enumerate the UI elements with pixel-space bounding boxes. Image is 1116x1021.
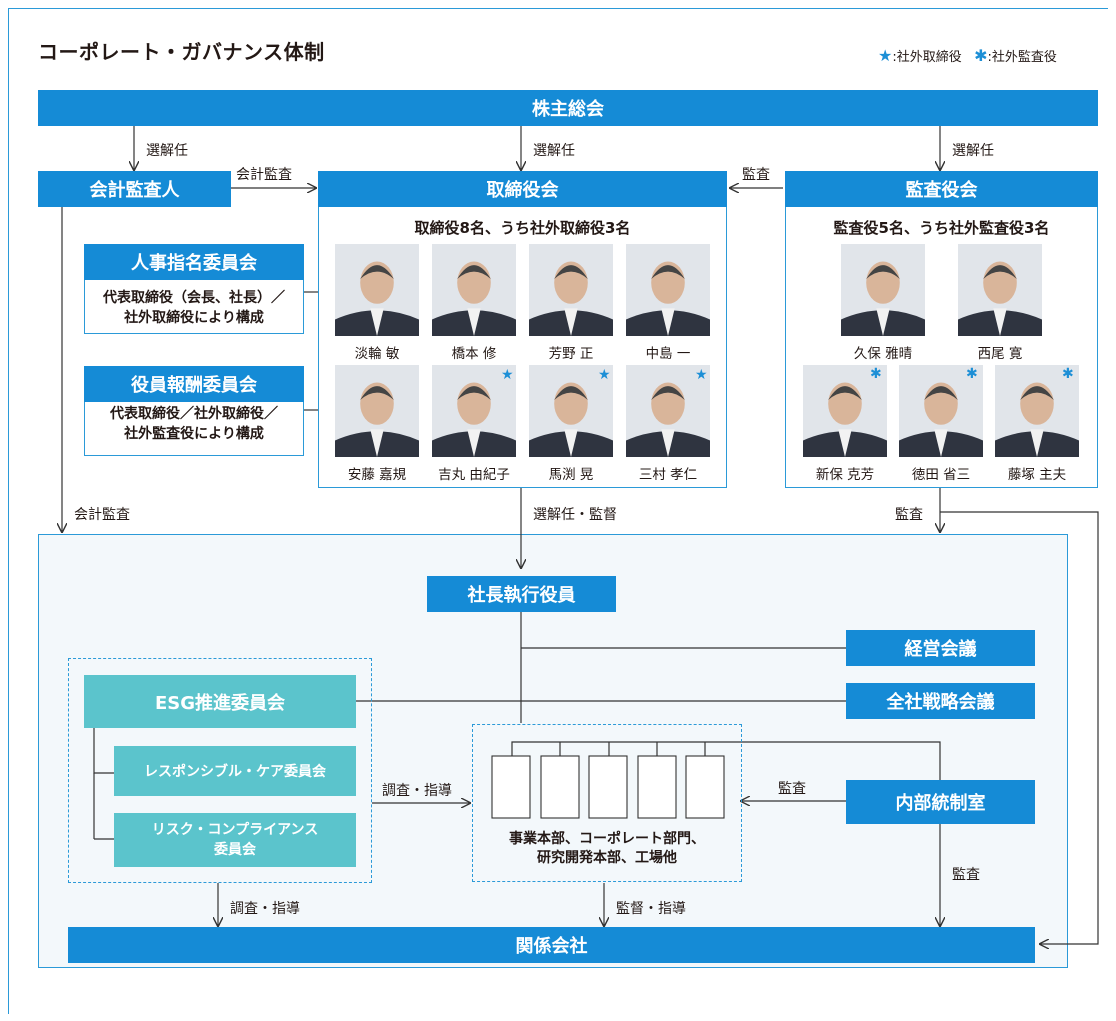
auditor-name: 新保 克芳	[815, 467, 875, 483]
label-investigate-1: 調査・指導	[382, 783, 452, 799]
board-member-name: 三村 孝仁	[638, 467, 698, 483]
label-elect-2: 選解任	[533, 143, 575, 159]
auditor-name: 藤塚 主夫	[1007, 467, 1067, 483]
auditors-composition: 監査役5名、うち社外監査役3名	[833, 219, 1050, 237]
outside-auditor-asterisk-icon: ✱	[1062, 366, 1074, 382]
esg-group	[68, 658, 372, 883]
asterisk-icon: ✱	[974, 46, 988, 65]
label-elect-3: 選解任	[952, 143, 994, 159]
auditor-name: 西尾 寛	[977, 346, 1023, 362]
shareholders-meeting: 株主総会	[38, 90, 1098, 126]
label-investigate-2: 調査・指導	[230, 901, 300, 917]
nomination-committee: 人事指名委員会	[84, 244, 304, 280]
portrait-photo	[995, 365, 1079, 457]
board-composition: 取締役8名、うち社外取締役3名	[414, 219, 631, 237]
portrait-photo	[432, 365, 516, 457]
risk-committee-line-2: 委員会	[214, 842, 256, 858]
risk-committee-line-1: リスク・コンプライアンス	[151, 822, 319, 838]
internal-control-office: 内部統制室	[846, 780, 1035, 824]
board-member-name: 橋本 修	[451, 346, 497, 362]
outside-director-star-icon: ★	[695, 367, 708, 383]
outer-frame	[8, 8, 1108, 1014]
portrait-photo	[335, 365, 419, 457]
company-strategy-meeting: 全社戦略会議	[846, 683, 1035, 719]
portrait-photo	[803, 365, 887, 457]
label-accounting-audit-1: 会計監査	[236, 167, 292, 183]
affiliated-companies: 関係会社	[68, 927, 1035, 963]
label-audit-3: 監査	[778, 781, 806, 797]
divisions-label: 事業本部、コーポレート部門、 研究開発本部、工場他	[472, 830, 742, 868]
divisions-group	[472, 724, 742, 882]
legend-outside-auditor: :社外監査役	[987, 50, 1057, 65]
board-of-directors: 取締役会	[318, 171, 727, 207]
portrait-photo	[899, 365, 983, 457]
president-executive-officer: 社長執行役員	[427, 576, 616, 612]
label-audit-2: 監査	[895, 507, 923, 523]
risk-compliance-committee: リスク・コンプライアンス 委員会	[114, 813, 356, 867]
board-member-name: 安藤 嘉規	[347, 467, 407, 483]
auditor-name: 久保 雅晴	[853, 346, 913, 362]
board-member-name: 淡輪 敏	[354, 346, 400, 362]
label-audit-board: 監査	[742, 167, 770, 183]
responsible-care-committee: レスポンシブル・ケア委員会	[114, 746, 356, 796]
nomination-desc-line-2: 社外取締役により構成	[124, 310, 264, 326]
outside-auditor-asterisk-icon: ✱	[870, 366, 882, 382]
compensation-desc-line-2: 社外監査役により構成	[124, 426, 264, 442]
divisions-line-1: 事業本部、コーポレート部門、	[509, 831, 705, 847]
star-icon: ★	[878, 46, 893, 65]
label-accounting-audit-2: 会計監査	[74, 507, 130, 523]
label-supervise-guide: 監督・指導	[616, 901, 686, 917]
portrait-photo	[958, 244, 1042, 336]
board-member-name: 吉丸 由紀子	[438, 467, 510, 483]
accounting-auditor: 会計監査人	[38, 171, 231, 207]
portrait-photo	[626, 244, 710, 336]
compensation-desc-line-1: 代表取締役／社外取締役／	[110, 406, 278, 422]
legend-outside-director: :社外取締役	[892, 50, 962, 65]
portrait-photo	[841, 244, 925, 336]
board-member-name: 中島 一	[645, 346, 691, 362]
outside-director-star-icon: ★	[598, 367, 611, 383]
legend: ★:社外取締役 ✱:社外監査役	[878, 46, 1057, 65]
label-elect-supervise: 選解任・監督	[533, 507, 617, 523]
compensation-committee-desc: 代表取締役／社外取締役／ 社外監査役により構成	[84, 404, 304, 444]
portrait-photo	[529, 244, 613, 336]
compensation-committee: 役員報酬委員会	[84, 366, 304, 402]
board-member-name: 芳野 正	[548, 346, 594, 362]
esg-promotion-committee: ESG推進委員会	[84, 675, 356, 728]
portrait-photo	[626, 365, 710, 457]
nomination-committee-desc: 代表取締役（会長、社長）／ 社外取締役により構成	[84, 288, 304, 328]
board-member-name: 馬渕 晃	[548, 467, 594, 483]
nomination-desc-line-1: 代表取締役（会長、社長）／	[103, 290, 285, 306]
auditor-name: 徳田 省三	[911, 467, 971, 483]
label-elect-1: 選解任	[146, 143, 188, 159]
outside-director-star-icon: ★	[501, 367, 514, 383]
diagram-title: コーポレート・ガバナンス体制	[38, 40, 325, 64]
management-meeting: 経営会議	[846, 630, 1035, 666]
portrait-photo	[335, 244, 419, 336]
board-of-auditors: 監査役会	[785, 171, 1098, 207]
outside-auditor-asterisk-icon: ✱	[966, 366, 978, 382]
portrait-photo	[432, 244, 516, 336]
portrait-photo	[529, 365, 613, 457]
label-audit-4: 監査	[952, 867, 980, 883]
divisions-line-2: 研究開発本部、工場他	[537, 850, 677, 866]
